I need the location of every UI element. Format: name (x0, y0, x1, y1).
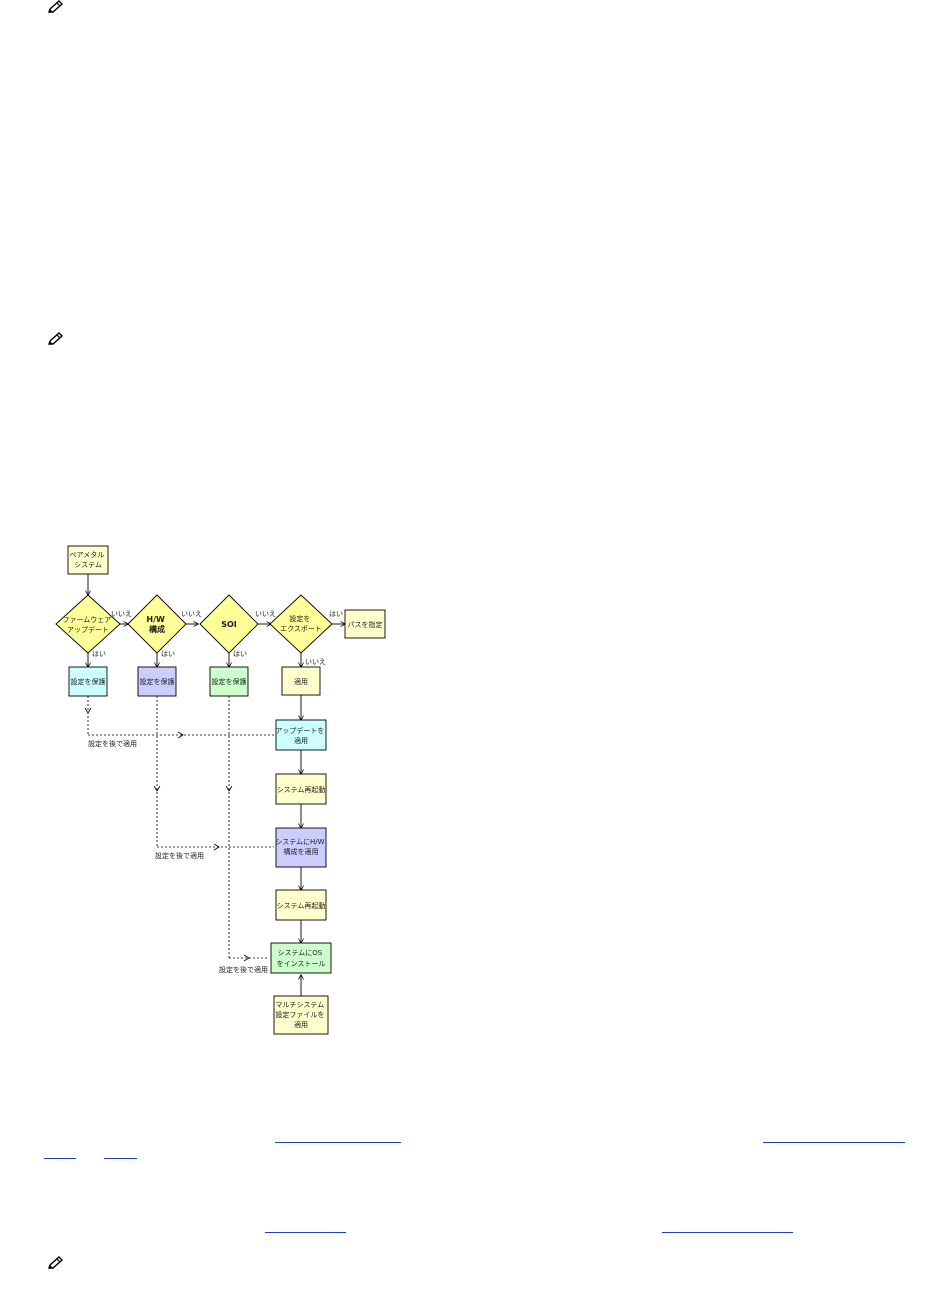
apply-hw-box (275, 827, 327, 868)
save-box-soi-label: 設定を保護 (212, 677, 247, 686)
install-os-line-1: システムにOS (278, 949, 323, 957)
later-label-os: 設定を後で適用 (219, 965, 268, 974)
export-line-1: 設定を (289, 614, 310, 623)
edge-no-2: いいえ (181, 610, 202, 618)
edge-no-export: いいえ (305, 658, 326, 666)
later-label-update: 設定を後で適用 (88, 739, 137, 748)
edge-yes-2: はい (161, 650, 175, 658)
save-box-firmware (68, 666, 108, 697)
reboot-1-label: システム再起動 (277, 785, 326, 794)
hw-line-2: 構成 (149, 624, 165, 634)
svg-text:設定を エクスポート: 設定を エクスポート (280, 614, 322, 633)
svg-text:アップデートを 適用: アップデートを 適用 (275, 726, 326, 745)
reboot-box-1 (275, 773, 327, 805)
edge-yes-1: はい (92, 650, 106, 658)
link-underline[interactable] (265, 1232, 346, 1233)
firmware-line-2: アップデート (67, 625, 109, 634)
export-line-2: エクスポート (280, 625, 322, 633)
link-underline[interactable] (104, 1158, 137, 1159)
later-label-hw: 設定を後で適用 (155, 851, 204, 860)
deployment-flowchart: ベアメタル システム ファームウェア アップデート H/W 構成 SOI 設定を… (55, 545, 386, 1035)
hw-line-1: H/W (146, 615, 165, 624)
link-underline[interactable] (44, 1158, 76, 1159)
save-box-firmware-label: 設定を保護 (71, 677, 106, 686)
note-pencil-icon (48, 332, 64, 345)
install-os-line-2: をインストール (277, 960, 326, 968)
svg-text:ベアメタル システム: ベアメタル システム (70, 550, 107, 569)
apply-box-label: 適用 (294, 677, 308, 686)
path-box-label: パスを指定 (348, 620, 383, 629)
svg-text:システムにOS をインストール: システムにOS をインストール (277, 949, 326, 968)
save-box-hw (137, 666, 177, 697)
apply-update-line-1: アップデートを (275, 726, 324, 735)
firmware-decision (55, 594, 121, 654)
svg-text:システムにH/W 構成を適用: システムにH/W 構成を適用 (275, 838, 327, 856)
soi-label: SOI (221, 620, 237, 629)
multi-config-line-3: 適用 (294, 1020, 308, 1029)
apply-update-box (275, 719, 327, 751)
note-pencil-icon (48, 0, 64, 13)
install-os-box (270, 942, 332, 974)
reboot-box-2 (275, 889, 327, 921)
save-box-hw-label: 設定を保護 (140, 677, 175, 686)
edge-yes-export: はい (329, 610, 343, 618)
firmware-line-1: ファームウェア (62, 616, 111, 624)
hw-decision (127, 594, 187, 654)
multi-config-box (273, 995, 329, 1035)
svg-text:H/W 構成: H/W 構成 (146, 615, 167, 634)
apply-box (281, 666, 321, 696)
svg-text:ファームウェア アップデート: ファームウェア アップデート (62, 616, 113, 634)
link-underline[interactable] (275, 1142, 401, 1143)
reboot-2-label: システム再起動 (277, 901, 326, 910)
apply-hw-line-2: 構成を適用 (284, 847, 319, 856)
soi-decision (199, 594, 259, 654)
edge-no-3: いいえ (255, 610, 276, 618)
multi-config-line-1: マルチシステム (275, 1001, 324, 1009)
export-decision (269, 594, 333, 654)
path-box (344, 609, 386, 639)
start-box (67, 545, 109, 575)
save-box-soi (209, 666, 249, 697)
apply-hw-line-1: システムにH/W (275, 838, 324, 846)
multi-config-line-2: 設定ファイルを (275, 1010, 324, 1019)
link-underline[interactable] (662, 1232, 793, 1233)
note-pencil-icon (48, 1256, 64, 1269)
start-line-2: システム (74, 561, 102, 569)
svg-text:マルチシステム 設定ファイルを 適用: マルチシステム 設定ファイルを 適用 (275, 1001, 326, 1029)
start-line-1: ベアメタル (70, 550, 105, 559)
edge-no-1: いいえ (111, 610, 132, 618)
link-underline[interactable] (763, 1142, 905, 1143)
apply-update-line-2: 適用 (294, 736, 308, 745)
edge-yes-3: はい (233, 650, 247, 658)
